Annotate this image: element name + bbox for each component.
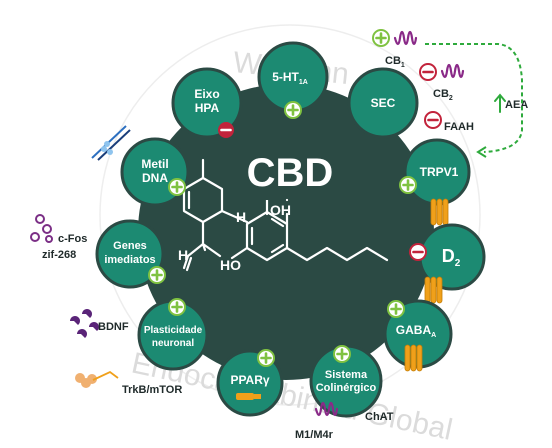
ppar-receptor-icon [236, 393, 261, 400]
aea-feedback-arrow [425, 43, 523, 153]
node-5ht1a[interactable]: 5-HT1A [257, 41, 329, 120]
cfos-label: c-Fos [58, 233, 87, 245]
cbd-molecule [182, 158, 389, 272]
cfos-dots-icon [35, 214, 45, 224]
mol-label-h-top: H [236, 209, 246, 225]
node-plasticidade-line2: neuronal [152, 338, 194, 349]
cb1-label: CB1 [385, 55, 405, 69]
node-eixo-hpa-line1: Eixo [194, 87, 219, 101]
mol-label-oh: OH [270, 202, 291, 218]
node-plasticidade-line1: Plasticidade [144, 325, 203, 336]
minus-icon [408, 242, 428, 262]
node-genes-line2: imediatos [104, 254, 155, 266]
node-sistema-colinergico[interactable]: Sistema Colinérgico [309, 344, 383, 418]
zif268-label: zif-268 [42, 249, 76, 261]
bdnf-label: BDNF [98, 321, 129, 333]
node-d2-label: D2 [442, 246, 461, 269]
center-title: CBD [247, 151, 334, 195]
bdnf-icon [70, 309, 100, 338]
mol-label-h-left: H [178, 247, 188, 263]
plus-icon [147, 265, 167, 285]
node-ppar-label: PPARγ [230, 373, 269, 387]
trkb-label: TrkB/mTOR [122, 384, 182, 396]
node-gaba-a[interactable]: GABAA [383, 299, 453, 372]
node-gaba-a-label: GABAA [396, 323, 436, 339]
aea-group: AEA [425, 43, 528, 158]
node-colinergico-line2: Colinérgico [316, 382, 377, 394]
node-eixo-hpa[interactable]: Eixo HPA [171, 67, 243, 140]
node-colinergico-line1: Sistema [325, 369, 368, 381]
receptor-icon [393, 30, 418, 46]
ion-channel-icon [424, 276, 443, 304]
chat-label: ChAT [365, 411, 394, 423]
plus-icon [283, 100, 303, 120]
faah-group: FAAH [423, 110, 474, 133]
cb2-label: CB2 [433, 88, 453, 102]
trkb-group: TrkB/mTOR [75, 370, 182, 396]
node-d2[interactable]: D2 [408, 223, 486, 304]
plus-icon [371, 28, 391, 48]
mol-label-ho: HO [220, 257, 241, 273]
cfos-group: c-Fos zif-268 [30, 214, 87, 261]
bdnf-group: BDNF [70, 309, 129, 338]
node-metil-line2: DNA [142, 171, 168, 185]
node-metil-line1: Metil [141, 157, 168, 171]
plus-icon [167, 177, 187, 197]
ion-channel-icon [430, 198, 449, 226]
cb1-group: CB1 [371, 28, 418, 69]
plus-icon [386, 299, 406, 319]
faah-label: FAAH [444, 121, 474, 133]
minus-icon [418, 62, 438, 82]
node-trpv1[interactable]: TRPV1 [398, 138, 471, 226]
node-plasticidade-neuronal[interactable]: Plasticidade neuronal [137, 297, 209, 371]
plus-icon [398, 175, 418, 195]
ion-channel-icon [404, 344, 423, 372]
receptor-icon [440, 63, 465, 79]
minus-icon [423, 110, 443, 130]
node-genes-line1: Genes [113, 240, 147, 252]
m1m4r-label: M1/M4r [295, 429, 334, 441]
minus-icon [216, 120, 236, 140]
node-genes-imediatos[interactable]: Genes imediatos [95, 219, 167, 289]
node-sec-label: SEC [371, 96, 396, 110]
plus-icon [167, 297, 187, 317]
node-sec[interactable]: SEC [347, 67, 419, 139]
trkb-receptor-icon [75, 370, 119, 388]
plus-icon [256, 348, 276, 368]
node-5ht1a-label: 5-HT1A [272, 70, 308, 86]
plus-icon [332, 344, 352, 364]
node-trpv1-label: TRPV1 [420, 165, 459, 179]
node-metil-dna[interactable]: Metil DNA [120, 137, 190, 207]
node-ppar-gamma[interactable]: PPARγ [216, 348, 284, 417]
node-eixo-hpa-line2: HPA [195, 101, 220, 115]
aea-label: AEA [505, 99, 528, 111]
dna-strand-icon [91, 125, 131, 161]
cb2-group: CB2 [418, 62, 465, 102]
